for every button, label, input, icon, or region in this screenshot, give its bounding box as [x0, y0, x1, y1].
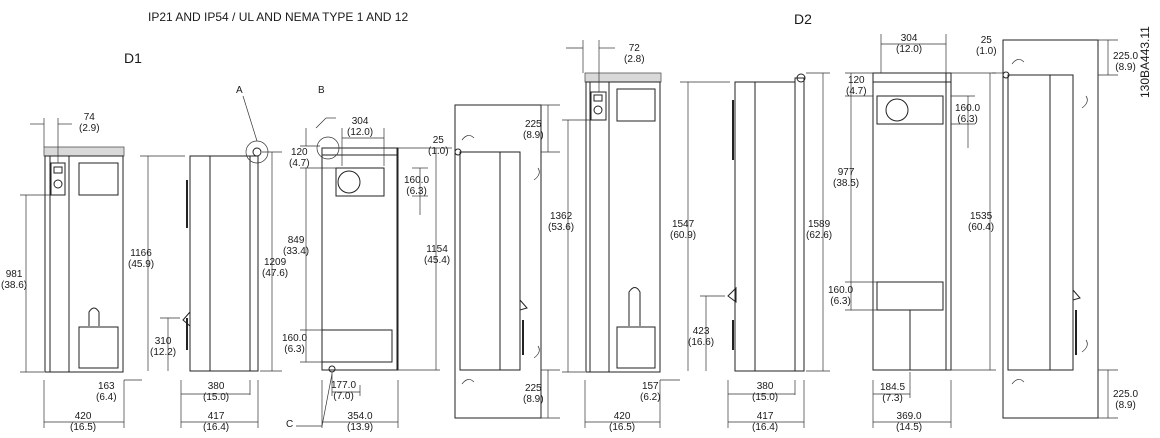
d1-back-view: [296, 117, 440, 428]
dim-d1-304: 304(12.0): [347, 116, 374, 138]
dim-d2-157: 157(6.2): [640, 381, 661, 403]
dim-d1-74: 74(2.9): [79, 112, 100, 134]
frame-d1-label: D1: [124, 50, 142, 66]
dim-d1-1154: 1154(45.4): [424, 244, 451, 266]
dim-d2-304: 304(12.0): [896, 33, 923, 55]
d1-side-view: [140, 95, 282, 428]
dim-d1-354: 354.0(13.9): [347, 411, 374, 433]
dim-d2-25: 25(1.0): [976, 35, 997, 57]
dim-d2-72: 72(2.8): [624, 43, 645, 65]
dim-d2-977: 977(38.5): [833, 167, 860, 189]
dim-d1-1166: 1166(45.9): [128, 248, 155, 270]
dim-d1-225-top: 225(8.9): [523, 119, 544, 141]
standards-title: IP21 AND IP54 / UL AND NEMA TYPE 1 AND 1…: [148, 10, 409, 24]
dim-d2-184: 184.5(7.3): [880, 382, 906, 404]
d1-front-view: [20, 118, 142, 428]
frame-d2-label: D2: [794, 11, 812, 27]
dim-d2-160-upper: 160.0(6.3): [955, 103, 981, 125]
dim-d2-1589: 1589(62.6): [806, 219, 833, 241]
dim-d2-1535: 1535(60.4): [968, 211, 995, 233]
dim-d1-160-lower: 160.0(6.3): [282, 333, 308, 355]
dim-d2-1547: 1547(60.9): [670, 219, 697, 241]
dim-d2-225-top: 225.0(8.9): [1113, 51, 1139, 73]
dim-d1-420: 420(16.5): [70, 411, 97, 433]
dim-d1-163: 163(6.4): [96, 381, 117, 403]
dim-d1-417: 417(16.4): [203, 411, 230, 433]
dim-d2-225-bottom: 225.0(8.9): [1113, 389, 1139, 411]
d2-side-view: [680, 72, 830, 428]
callout-c: C: [286, 419, 294, 430]
dim-d2-1362: 1362(53.6): [548, 211, 575, 233]
dim-d1-1209: 1209(47.6): [262, 257, 289, 279]
d2-back-view: [845, 34, 996, 428]
dim-d2-420: 420(16.5): [609, 411, 636, 433]
d1-side-right-view: [441, 104, 560, 419]
dim-d2-380: 380(15.0): [752, 381, 779, 403]
document-id: 130BA443.11: [1138, 26, 1152, 98]
dim-d2-160-lower: 160.0(6.3): [828, 285, 854, 307]
callout-a: A: [236, 85, 243, 96]
dim-d1-160-upper: 160.0(6.3): [404, 175, 430, 197]
callout-b: B: [318, 85, 325, 96]
dim-d1-981: 981(38.6): [1, 269, 28, 291]
dim-d1-120: 120(4.7): [289, 147, 310, 169]
dim-d2-417: 417(16.4): [752, 411, 779, 433]
dim-d1-177: 177.0(7.0): [331, 380, 357, 402]
dim-d1-380: 380(15.0): [203, 381, 230, 403]
d2-front-view: [562, 40, 680, 428]
dim-d1-310: 310(12.2): [150, 336, 177, 358]
dim-d1-225-bottom: 225(8.9): [523, 383, 544, 405]
d2-side-right-view: [992, 39, 1118, 419]
dim-d2-369: 369.0(14.5): [896, 411, 923, 433]
dim-d2-120: 120(4.7): [846, 75, 867, 97]
dim-d1-849: 849(33.4): [283, 235, 310, 257]
dim-d1-25: 25(1.0): [428, 135, 449, 157]
dim-d2-423: 423(16.6): [688, 326, 715, 348]
